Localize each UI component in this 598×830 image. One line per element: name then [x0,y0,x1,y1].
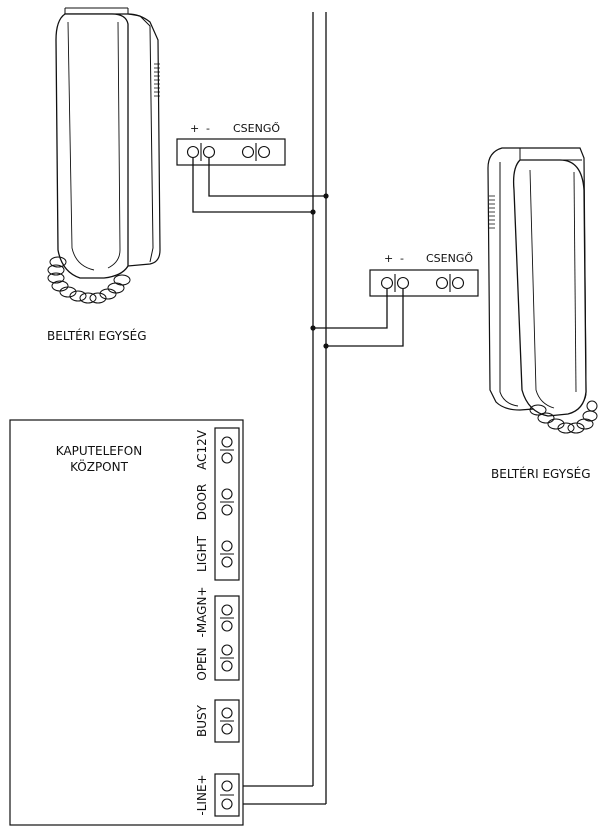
terminal-screw [221,707,233,719]
terminal-plus-screw [186,145,200,159]
intercom-handset-icon [487,147,598,434]
terminal-bell-label: CSENGŐ [426,251,473,265]
terminal-screw [221,488,233,500]
terminal-plus-label: + [190,122,199,135]
central-unit-box [9,419,244,826]
unit2-minus-wire [326,289,404,347]
terminal-screw [221,540,233,552]
bus-wires [236,12,327,805]
unit2-plus-wire [313,289,388,329]
terminal-label-ac12v: AC12V [195,429,209,470]
terminal-screw [221,620,233,632]
terminal-minus-label: - [206,122,210,135]
terminal-screw [221,604,233,616]
terminal-plus-screw [380,276,394,290]
indoor-unit-1: BELTÉRI EGYSÉG + - CSENGŐ [47,7,329,343]
terminal-bell-screw-a [435,276,449,290]
terminal-label-magn: -MAGN+ [195,586,209,637]
intercom-handset-icon [47,7,161,304]
terminal-screw [221,452,233,464]
unit1-plus-wire [192,158,313,213]
terminal-label-line: -LINE+ [195,774,209,815]
terminal-bell-screw-b [451,276,465,290]
junction-dot [310,209,316,215]
junction-dot [310,325,316,331]
terminal-minus-screw [396,276,410,290]
terminal-screw [221,504,233,516]
terminal-bell-screw-b [257,145,271,159]
central-title-line2: KÖZPONT [70,458,129,474]
terminal-screw [221,436,233,448]
indoor-terminal-block: + - CSENGŐ [176,121,286,166]
terminal-label-light: LIGHT [195,535,209,572]
intercom-central-unit: KAPUTELEFON KÖZPONT [9,419,244,826]
terminal-label-open: OPEN [195,647,209,680]
indoor-unit-label: BELTÉRI EGYSÉG [491,466,591,481]
junction-dot [323,193,329,199]
terminal-label-busy: BUSY [195,704,209,737]
central-terminals [214,427,240,817]
indoor-terminal-block: + - CSENGŐ [369,251,479,297]
terminal-minus-label: - [400,252,404,265]
terminal-screw [221,644,233,656]
terminal-screw [221,556,233,568]
indoor-unit-2: BELTÉRI EGYSÉG + - CSENGŐ [310,147,598,481]
terminal-bell-screw-a [241,145,255,159]
terminal-screw [221,723,233,735]
terminal-screw [221,660,233,672]
terminal-bell-label: CSENGŐ [233,121,280,135]
central-title-line1: KAPUTELEFON [56,444,142,458]
terminal-screw [221,780,233,792]
terminal-screw [221,798,233,810]
junction-dot [323,343,329,349]
indoor-unit-label: BELTÉRI EGYSÉG [47,328,147,343]
terminal-label-door: DOOR [195,484,209,520]
terminal-minus-screw [202,145,216,159]
terminal-plus-label: + [384,252,393,265]
unit1-minus-wire [208,158,326,197]
